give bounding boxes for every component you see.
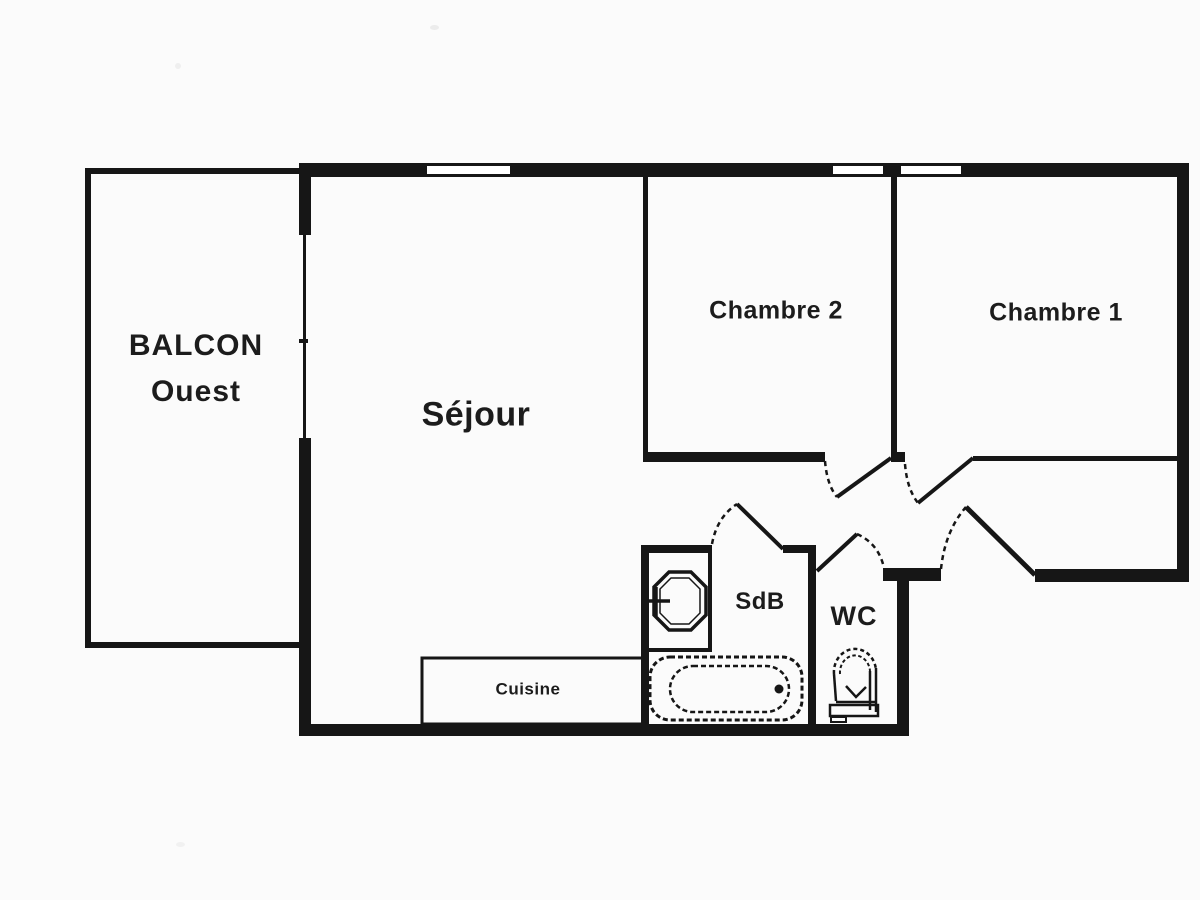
bathtub-outer xyxy=(648,655,804,722)
sdb-door-swing-arc xyxy=(710,502,738,545)
exterior-walls xyxy=(299,163,1189,736)
sdb-label: SdB xyxy=(735,587,785,615)
wall-bottom-main xyxy=(299,724,909,736)
balcony-wall-left xyxy=(85,168,91,648)
scan-artifact xyxy=(430,25,439,30)
balcony-label-line1: BALCON xyxy=(128,329,264,362)
doors xyxy=(710,456,1037,577)
wall-entry-right xyxy=(1035,569,1189,582)
bathtub-icon xyxy=(648,655,804,722)
balcony-walls xyxy=(85,168,311,648)
window-chambre1 xyxy=(901,166,961,174)
wall-sdb-top-right xyxy=(783,545,816,553)
toilet-seat-mark xyxy=(845,685,867,699)
kitchen-counter-outline xyxy=(420,656,649,726)
window-line xyxy=(303,235,306,438)
toilet-base xyxy=(828,703,880,718)
wc-door-swing-arc xyxy=(856,532,885,565)
wall-left-upper xyxy=(299,163,311,235)
wc-door-leaf xyxy=(815,532,859,573)
sdb-door-leaf xyxy=(735,502,785,551)
sink-basin-inner xyxy=(659,577,701,625)
window-chambre2 xyxy=(833,166,883,174)
wc-label: WC xyxy=(830,601,878,632)
window-sejour xyxy=(427,166,510,174)
entry-door-swing-arc xyxy=(939,506,967,570)
wall-sdb-left xyxy=(641,545,649,730)
toilet-icon xyxy=(828,647,880,723)
toilet-foot xyxy=(830,716,847,723)
chambre2-door-swing-arc xyxy=(823,460,838,498)
wall-left-lower xyxy=(299,438,311,736)
sdb-door xyxy=(710,502,785,551)
toilet-bowl-outer xyxy=(832,647,878,675)
wall-divider-cap xyxy=(891,452,905,462)
windows xyxy=(427,166,961,174)
sejour-label: Séjour xyxy=(421,395,531,434)
wall-chambre2-bottom xyxy=(643,452,825,462)
balcony-label-line2: Ouest xyxy=(150,375,242,408)
chambre2-door-leaf xyxy=(835,456,893,499)
bathroom-walls xyxy=(641,545,816,730)
toilet-bowl-inner xyxy=(838,654,871,675)
chambre2-label: Chambre 2 xyxy=(709,296,843,325)
wall-sink-alcove-vertical xyxy=(708,553,712,652)
chambre1-door-leaf xyxy=(916,456,975,505)
interior-walls xyxy=(643,163,1183,462)
wall-chambre1-bottom xyxy=(973,456,1183,461)
wall-entry-mid xyxy=(883,568,941,581)
bathtub-drain xyxy=(774,684,784,694)
chambre1-door xyxy=(903,456,975,505)
sink-basin-outer xyxy=(652,570,708,632)
entry-door-leaf xyxy=(964,505,1037,577)
sink-icon xyxy=(641,570,708,632)
window-tick xyxy=(299,339,308,343)
scan-artifact xyxy=(175,63,181,69)
wall-sdb-top-left xyxy=(641,545,712,553)
wc-door xyxy=(815,532,885,573)
chambre1-door-swing-arc xyxy=(903,463,919,504)
chambre1-label: Chambre 1 xyxy=(989,298,1123,327)
cuisine-label: Cuisine xyxy=(495,679,561,699)
chambre2-door xyxy=(823,456,893,499)
scan-artifact xyxy=(176,842,185,847)
entry-door xyxy=(939,505,1037,577)
wall-wc-right xyxy=(897,569,909,736)
wall-sink-alcove-horizontal xyxy=(649,648,712,652)
toilet-bowl-left xyxy=(832,673,838,702)
wall-sejour-chambre2 xyxy=(643,163,648,462)
wall-right xyxy=(1177,163,1189,582)
balcony-wall-bottom xyxy=(85,642,311,648)
wall-chambre2-chambre1 xyxy=(891,163,897,462)
balcony-wall-top xyxy=(85,168,307,174)
bathtub-inner xyxy=(668,664,791,714)
kitchen-counter xyxy=(420,656,649,726)
balcony-window xyxy=(299,235,308,438)
balcony-label: BALCON Ouest xyxy=(129,323,263,415)
wall-sdb-wc-divider xyxy=(808,545,816,730)
wall-top-main xyxy=(303,163,1189,177)
